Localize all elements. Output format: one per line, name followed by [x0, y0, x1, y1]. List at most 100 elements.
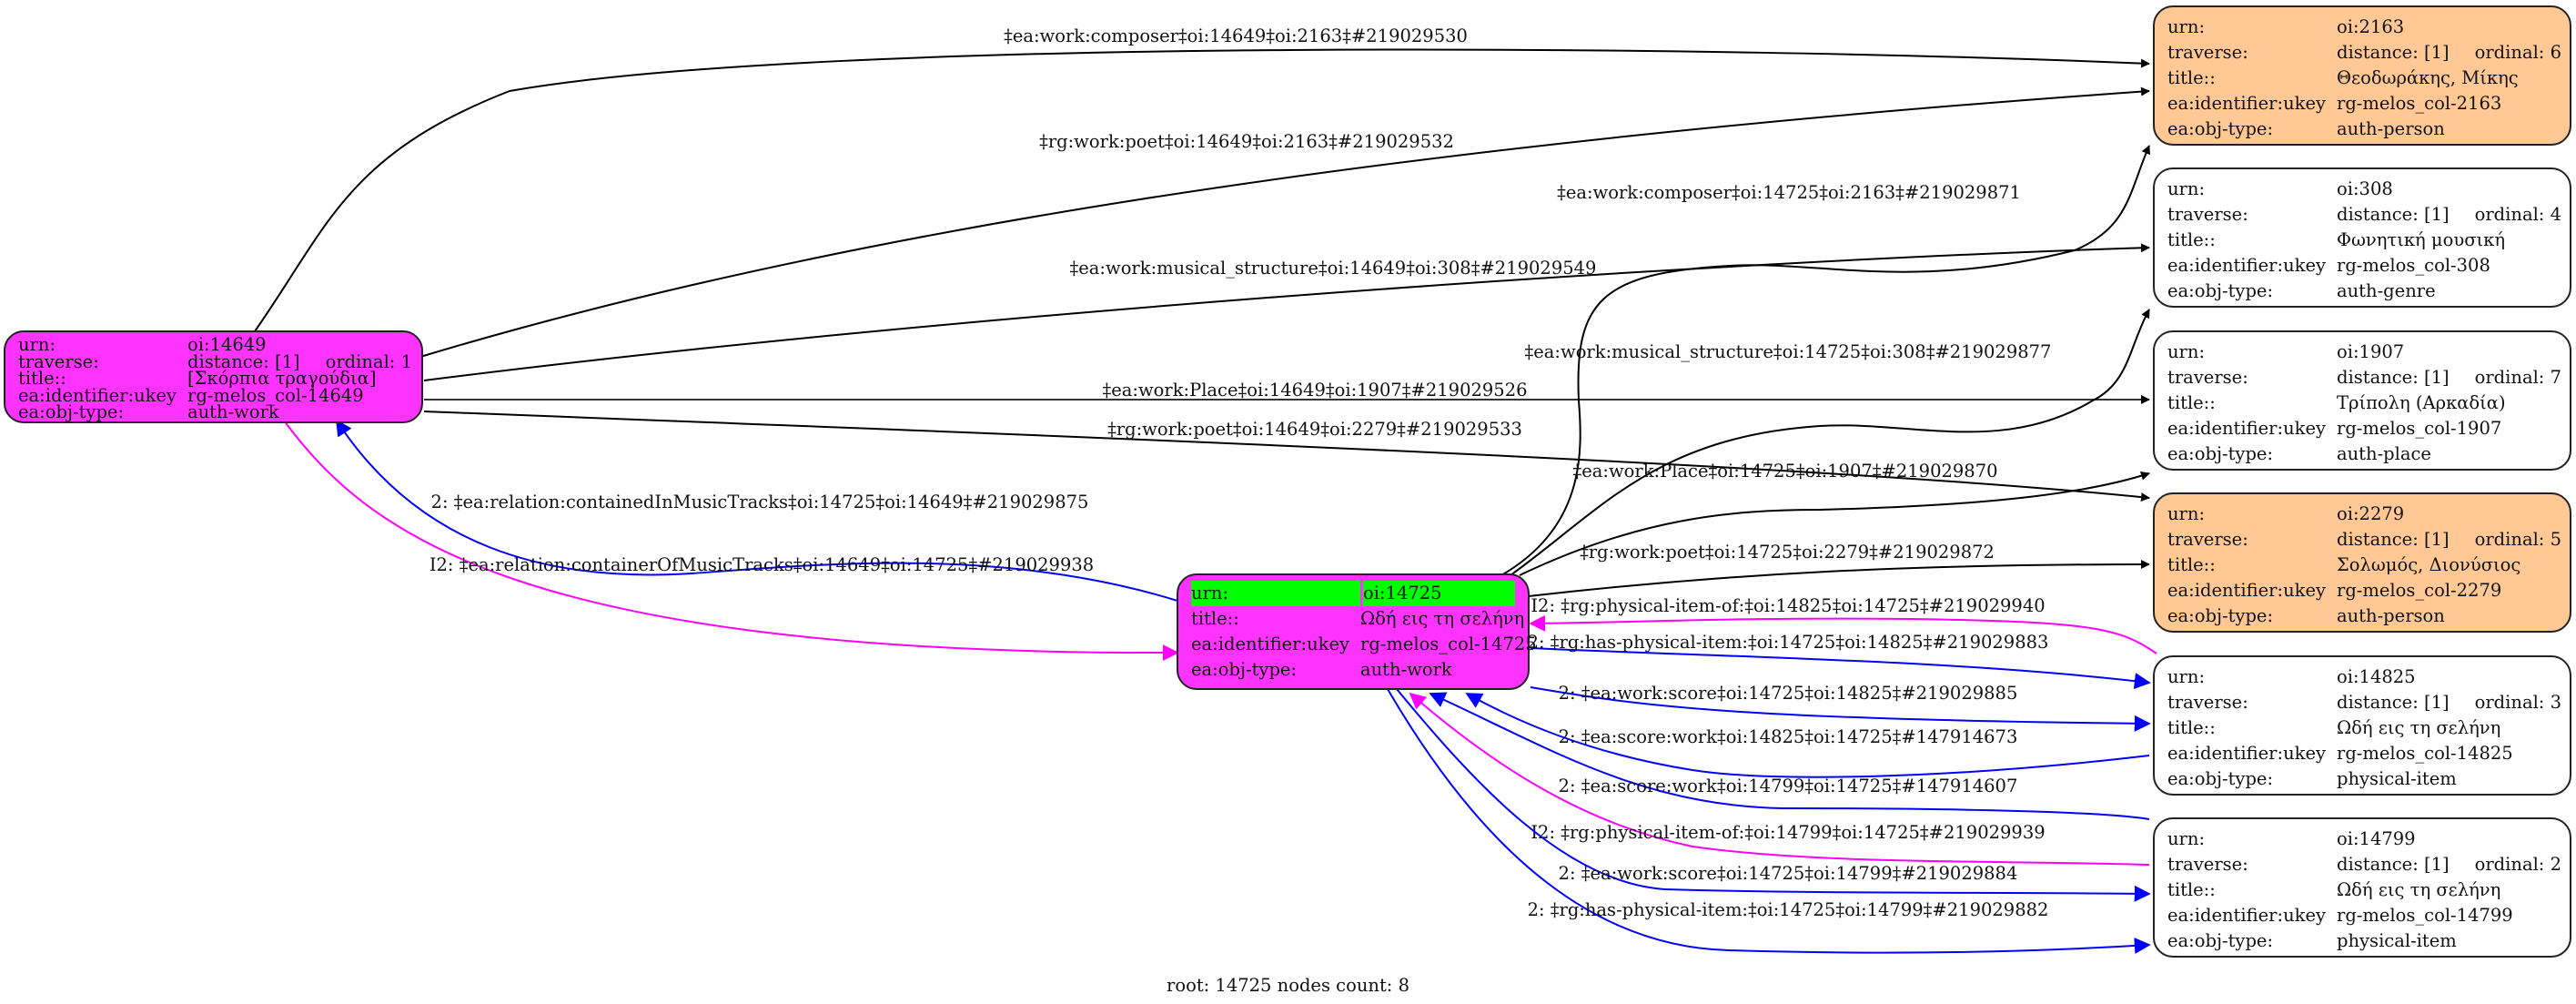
edge-line — [1530, 647, 2151, 690]
edge-label: ‡ea:work:musical_structure‡oi:14725‡oi:3… — [1525, 341, 2052, 362]
edge-label: 2: ‡ea:relation:containedInMusicTracks‡o… — [431, 492, 1089, 512]
field-key: title:: — [2167, 67, 2216, 88]
field-key: ea:obj-type: — [18, 401, 125, 423]
field-value: Σολωμός, Διονύσιος — [2337, 554, 2521, 575]
edge-label: 2: ‡rg:has-physical-item:‡oi:14725‡oi:14… — [1528, 899, 2049, 920]
edge-line — [1500, 145, 2150, 576]
node-row: title::Ωδή εις τη σελήνη — [1191, 606, 1524, 632]
edge: 2: ‡ea:score:work‡oi:14825‡oi:14725‡#147… — [1465, 693, 2150, 778]
ordinal-value: ordinal: 6 — [2474, 42, 2561, 63]
edge-line — [423, 243, 2150, 381]
field-key: traverse: — [2167, 854, 2248, 875]
field-value: rg-melos_col-2279 — [2337, 580, 2502, 601]
edge: 2: ‡ea:work:score‡oi:14725‡oi:14799‡#219… — [1396, 688, 2151, 902]
field-value: distance: [1]ordinal: 3 — [2337, 690, 2561, 715]
field-value: rg-melos_col-308 — [2337, 255, 2490, 276]
field-value: distance: [1]ordinal: 6 — [2337, 40, 2561, 66]
node-oi-1907[interactable]: urn:oi:1907 traverse:distance: [1]ordina… — [2153, 330, 2571, 471]
edge-label: ‡ea:work:Place‡oi:14649‡oi:1907‡#2190295… — [1102, 380, 1527, 401]
field-key: title:: — [1191, 608, 1239, 629]
node-row: ea:obj-type: auth-place — [2167, 441, 2557, 467]
field-key: ea:obj-type: — [2167, 443, 2274, 464]
node-oi-2163[interactable]: urn:oi:2163 traverse:distance: [1]ordina… — [2153, 5, 2571, 146]
field-value: distance: [1]ordinal: 5 — [2337, 527, 2561, 553]
node-oi-14799[interactable]: urn: oi:14799 traverse:distance: [1]ordin… — [2153, 817, 2571, 958]
ordinal-value: ordinal: 4 — [2474, 204, 2561, 225]
field-value: Τρίπολη (Αρκαδία) — [2337, 392, 2506, 413]
field-value: auth-work — [187, 401, 279, 423]
field-key: urn: — [2167, 16, 2206, 37]
node-row: title::Σολωμός, Διονύσιος — [2167, 553, 2557, 578]
field-value: auth-person — [2337, 605, 2445, 626]
edge-label: ‡rg:work:poet‡oi:14725‡oi:2279‡#21902987… — [1580, 542, 1995, 563]
field-value: oi:14725 — [1363, 581, 1515, 606]
field-value: auth-work — [1360, 659, 1452, 680]
field-value: auth-place — [2337, 443, 2431, 464]
field-key: traverse: — [2167, 204, 2248, 225]
field-key: urn: — [2167, 503, 2206, 524]
node-row: ea:obj-type:auth-genre — [2167, 279, 2557, 304]
field-value: Θεοδωράκης, Μίκης — [2337, 67, 2519, 88]
field-key: title:: — [2167, 229, 2216, 250]
distance-value: distance: [1] — [2337, 529, 2450, 550]
edge-line — [1429, 692, 2150, 820]
field-key: urn: — [2167, 341, 2206, 362]
field-key: ea:identifier:ukey — [2167, 255, 2326, 276]
edge-line — [283, 420, 1179, 662]
node-oi-308[interactable]: urn:oi:308 traverse:distance: [1]ordinal… — [2153, 167, 2571, 308]
edge: 2: ‡rg:has-physical-item:‡oi:14725‡oi:14… — [1528, 632, 2151, 690]
distance-value: distance: [1] — [2337, 204, 2450, 225]
field-key: ea:identifier:ukey — [2167, 418, 2326, 439]
field-key: title:: — [2167, 717, 2216, 738]
field-value: Ωδή εις τη σελήνη — [1360, 608, 1525, 629]
field-value: oi:14649 — [187, 334, 267, 355]
field-key: ea:identifier:ukey — [2167, 93, 2326, 114]
edge-label: ‡rg:work:poet‡oi:14649‡oi:2279‡#21902953… — [1107, 419, 1522, 440]
node-row: urn:oi:1907 — [2167, 340, 2557, 365]
field-key: traverse: — [2167, 367, 2248, 388]
field-key: urn: — [2167, 828, 2206, 849]
edge: 2: ‡ea:score:work‡oi:14799‡oi:14725‡#147… — [1429, 692, 2150, 820]
edge: ‡rg:work:poet‡oi:14725‡oi:2279‡#21902987… — [1528, 542, 2150, 597]
node-oi-2279[interactable]: urn:oi:2279 traverse:distance: [1]ordina… — [2153, 492, 2571, 633]
field-value: rg-melos_col-2163 — [2337, 93, 2502, 114]
edge: 2: ‡ea:work:score‡oi:14725‡oi:14825‡#219… — [1530, 683, 2151, 732]
edge-line — [1528, 560, 2150, 597]
ordinal-value: ordinal: 2 — [2474, 854, 2561, 875]
field-value: rg-melos_col-14725 — [1360, 634, 1537, 654]
node-row: urn: oi:2163 — [2167, 15, 2557, 40]
edge-label: ‡ea:work:composer‡oi:14649‡oi:2163‡#2190… — [1004, 25, 1468, 46]
field-value: physical-item — [2337, 768, 2457, 789]
node-row: traverse:distance: [1]ordinal: 7 — [2167, 365, 2561, 390]
edge: ‡rg:work:poet‡oi:14649‡oi:2163‡#21902953… — [419, 86, 2150, 358]
edge-label: 2: ‡ea:score:work‡oi:14799‡oi:14725‡#147… — [1559, 776, 2018, 796]
field-value: rg-melos_col-14825 — [2337, 743, 2513, 764]
node-oi-14725-root[interactable]: urn:oi:14725 title::Ωδή εις τη σελήνη ea… — [1177, 573, 1537, 690]
node-row: ea:identifier:ukey rg-melos_col-2163 — [2167, 91, 2557, 117]
field-key: ea:identifier:ukey — [18, 384, 177, 406]
edge-label: 2: ‡ea:work:score‡oi:14725‡oi:14799‡#219… — [1559, 863, 2018, 884]
edge: ‡ea:work:Place‡oi:14725‡oi:1907‡#2190298… — [1519, 461, 2150, 576]
field-value: auth-person — [2337, 118, 2445, 139]
node-row: title::Ωδή εις τη σελήνη — [2167, 877, 2557, 903]
edge-line — [1409, 692, 2150, 866]
field-value: oi:2163 — [2337, 16, 2405, 37]
ordinal-value: ordinal: 7 — [2474, 367, 2561, 388]
node-oi-14649[interactable]: urn:oi:14649 traverse:distance: [1]ordin… — [4, 330, 423, 423]
field-key: traverse: — [18, 350, 99, 372]
field-value: Ωδή εις τη σελήνη — [2337, 879, 2501, 900]
field-value: oi:308 — [2337, 178, 2393, 199]
field-value: oi:14799 — [2337, 828, 2416, 849]
field-value: distance: [1]ordinal: 1 — [187, 352, 412, 371]
field-value: Ωδή εις τη σελήνη — [2337, 717, 2501, 738]
node-row: title::Θεοδωράκης, Μίκης — [2167, 66, 2557, 91]
edge: ‡ea:work:composer‡oi:14649‡oi:2163‡#2190… — [254, 25, 2150, 332]
edge-label: 2: ‡ea:work:score‡oi:14725‡oi:14825‡#219… — [1559, 683, 2018, 704]
node-oi-14825[interactable]: urn:oi:14825 traverse:distance: [1]ordin… — [2153, 655, 2571, 796]
node-row: traverse:distance: [1]ordinal: 2 — [2167, 852, 2561, 877]
edge-label: ‡ea:work:Place‡oi:14725‡oi:1907‡#2190298… — [1572, 461, 1997, 482]
node-row: traverse:distance: [1]ordinal: 5 — [2167, 527, 2561, 553]
